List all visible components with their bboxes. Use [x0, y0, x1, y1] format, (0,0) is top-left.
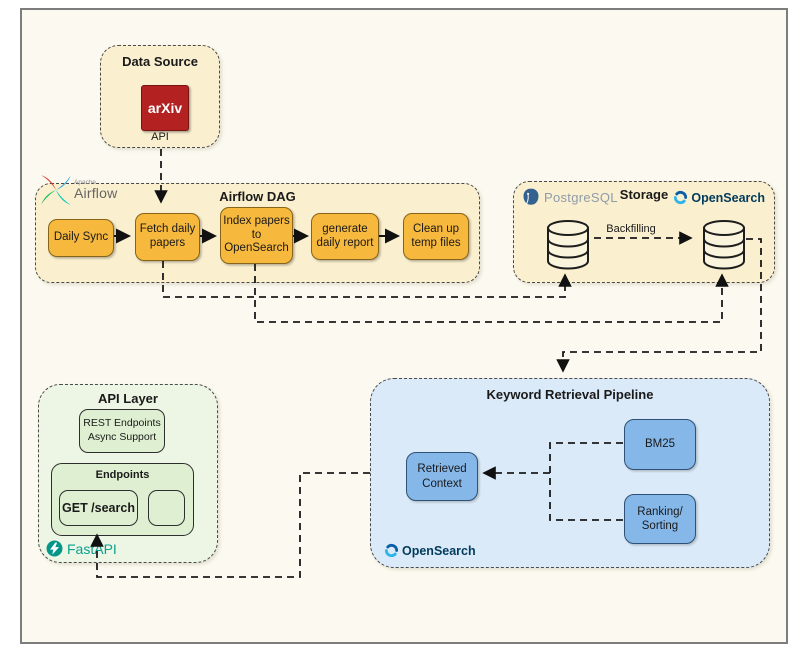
task-index-papers: Index papers to OpenSearch: [220, 207, 293, 264]
postgresql-logo: PostgreSQL: [521, 187, 618, 207]
postgresql-wordmark: PostgreSQL: [544, 189, 618, 205]
airflow-wordmark: Apache Airflow: [74, 178, 118, 202]
endpoints-label: Endpoints: [95, 469, 150, 481]
postgresql-database-icon: [545, 219, 591, 271]
task-daily-sync: Daily Sync: [48, 219, 114, 257]
data-source-group: Data Source arXiv API: [100, 45, 220, 148]
storage-group: PostgreSQL Storage OpenSearch: [513, 181, 775, 283]
airflow-pinwheel-icon: [41, 175, 71, 205]
empty-endpoint-box: [148, 490, 185, 526]
task-generate-daily-report: generate daily report: [311, 213, 379, 260]
airflow-logo: Apache Airflow: [40, 174, 117, 206]
get-search-box: GET /search: [59, 490, 138, 526]
data-source-title: Data Source: [122, 54, 198, 69]
pipeline-title: Keyword Retrieval Pipeline: [486, 387, 654, 402]
task-fetch-daily-papers: Fetch daily papers: [135, 213, 200, 261]
endpoints-box: Endpoints GET /search: [51, 463, 194, 536]
arxiv-label: arXiv: [147, 100, 183, 116]
opensearch-database-icon: [701, 219, 747, 271]
keyword-retrieval-pipeline-group: Keyword Retrieval Pipeline Retrieved Con…: [370, 378, 770, 568]
fastapi-logo: FastAPI: [46, 540, 117, 557]
opensearch-logo-storage: OpenSearch: [673, 190, 765, 205]
api-label: API: [151, 131, 169, 143]
backfilling-label: Backfilling: [606, 223, 656, 235]
opensearch-swirl-icon: [384, 544, 399, 557]
arxiv-logo: arXiv: [141, 85, 189, 131]
airflow-dag-group: Apache Airflow Airflow DAG Daily Sync Fe…: [35, 175, 480, 283]
api-layer-title: API Layer: [98, 391, 158, 406]
airflow-dag-title: Airflow DAG: [219, 189, 296, 204]
bm25-box: BM25: [624, 419, 696, 470]
api-layer-group: API Layer REST Endpoints Async Support E…: [38, 384, 218, 563]
storage-title: Storage: [619, 187, 669, 202]
retrieved-context-box: Retrieved Context: [406, 452, 478, 501]
ranking-sorting-box: Ranking/ Sorting: [624, 494, 696, 544]
rest-endpoints-box: REST Endpoints Async Support: [79, 409, 165, 453]
postgresql-elephant-icon: [523, 188, 539, 205]
opensearch-logo-pipeline: OpenSearch: [384, 543, 476, 558]
fastapi-icon: [46, 540, 63, 557]
task-clean-up-temp-files: Clean up temp files: [403, 213, 469, 260]
opensearch-swirl-icon: [674, 191, 688, 204]
fastapi-wordmark: FastAPI: [67, 540, 117, 557]
